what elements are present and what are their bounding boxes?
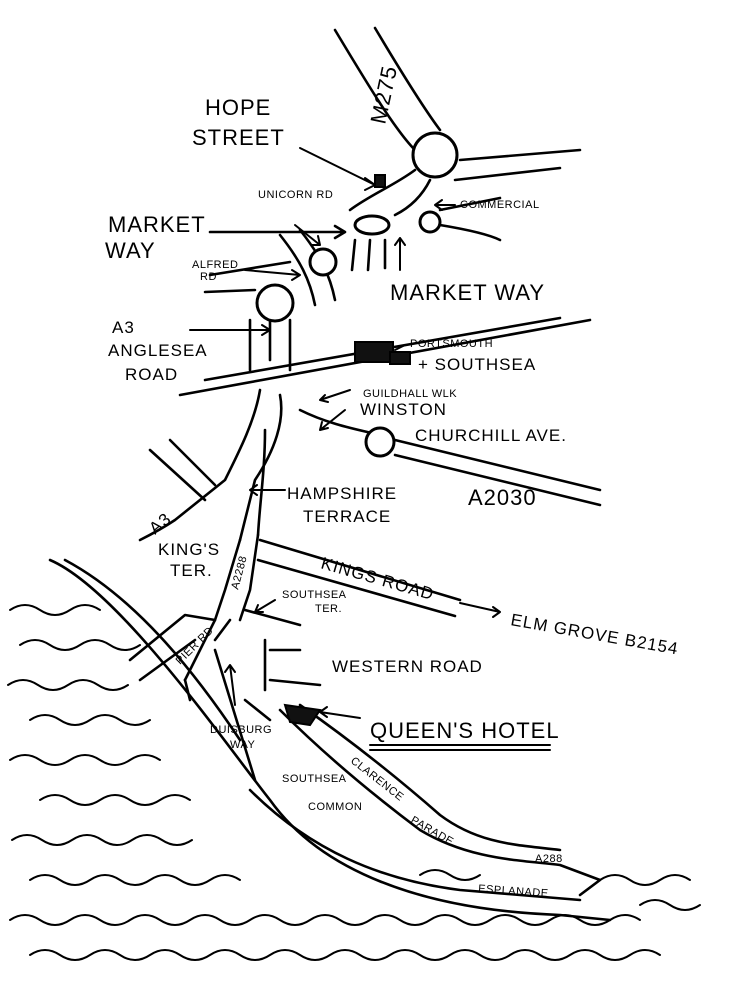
- coastline: [48, 558, 612, 922]
- roundabout-winston: [364, 426, 396, 458]
- label-market-way-right: MARKET WAY: [390, 280, 545, 305]
- label-western-road: WESTERN ROAD: [332, 657, 483, 676]
- label-a2288: A2288: [229, 555, 249, 591]
- label-guildhall-walk: GUILDHALL WLK: [363, 388, 457, 400]
- label-m275: M275: [365, 63, 402, 126]
- queens-hotel-marker: [283, 703, 322, 727]
- label-a3-anglesea-1: A3: [112, 318, 135, 337]
- label-hampshire-1: HAMPSHIRE: [287, 484, 397, 503]
- label-winston-1: WINSTON: [360, 400, 447, 419]
- label-southsea-common-2: COMMON: [308, 801, 362, 813]
- label-a3-anglesea-2: ANGLESEA: [108, 341, 208, 360]
- label-hope-street-2: STREET: [192, 125, 285, 150]
- label-commercial: COMMERCIAL: [460, 199, 540, 211]
- label-alfred-rd-1: ALFRED: [192, 259, 238, 271]
- label-southsea-common-1: SOUTHSEA: [282, 773, 347, 785]
- label-alfred-rd-2: RD: [200, 271, 217, 283]
- arrows: [189, 147, 551, 751]
- label-duisburg-2: WAY: [230, 739, 255, 751]
- portsmouth-station-marker: [354, 341, 394, 363]
- hope-street-marker: [374, 174, 386, 188]
- label-kings-ter-2: TER.: [170, 561, 213, 580]
- roundabout-market-way: [353, 214, 391, 236]
- label-duisburg-1: DUISBURG: [210, 724, 272, 736]
- label-market-way-left-1: MARKET: [108, 212, 206, 237]
- label-queens-hotel: QUEEN'S HOTEL: [370, 718, 560, 743]
- label-southsea-ter-2: TER.: [315, 603, 342, 615]
- roundabouts: [255, 131, 459, 458]
- label-parade: PARADE: [409, 814, 456, 848]
- label-winston-2: CHURCHILL AVE.: [415, 426, 567, 445]
- roundabout-commercial: [411, 131, 459, 179]
- label-unicorn-rd: UNICORN RD: [258, 189, 333, 201]
- label-portsmouth-1: PORTSMOUTH: [410, 338, 493, 350]
- roundabout-anglesea: [255, 283, 295, 323]
- label-kings-ter-1: KING'S: [158, 540, 220, 559]
- label-market-way-left-2: WAY: [105, 238, 156, 263]
- roundabout-small-east: [418, 210, 442, 234]
- label-a2030: A2030: [468, 485, 537, 510]
- landmarks: [283, 174, 411, 727]
- label-hope-street-1: HOPE: [205, 95, 271, 120]
- sea: [7, 604, 701, 961]
- label-portsmouth-2: + SOUTHSEA: [418, 355, 536, 374]
- label-a288: A288: [535, 853, 563, 865]
- label-esplanade: ESPLANADE: [478, 883, 549, 900]
- label-hampshire-2: TERRACE: [303, 507, 391, 526]
- label-elm-grove: ELM GROVE B2154: [509, 610, 680, 658]
- label-a3-anglesea-3: ROAD: [125, 365, 178, 384]
- roundabout-unicorn: [308, 247, 338, 277]
- label-southsea-ter-1: SOUTHSEA: [282, 589, 347, 601]
- portsmouth-station-annex: [389, 351, 411, 365]
